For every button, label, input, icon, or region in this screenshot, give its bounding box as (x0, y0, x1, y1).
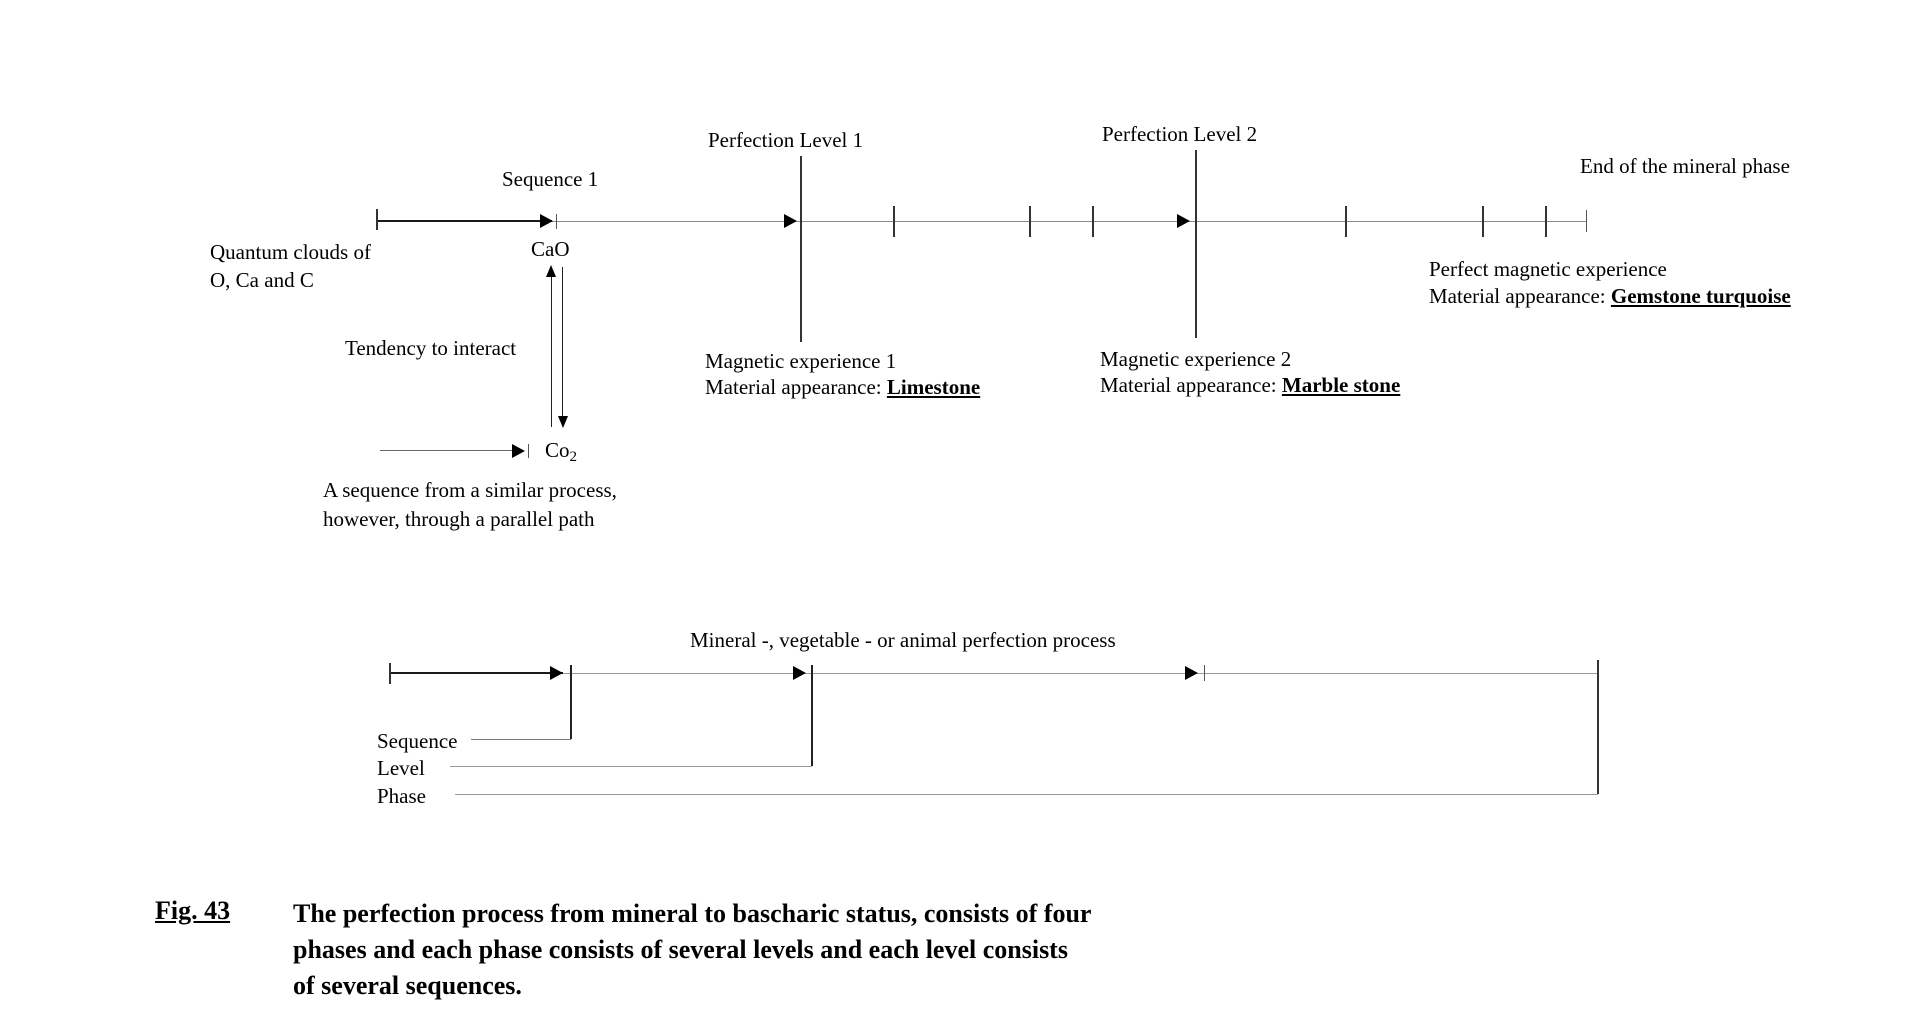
quantum-clouds-label: Quantum clouds of O, Ca and C (210, 238, 371, 294)
lower-timeline-tick (1204, 665, 1205, 681)
sequence-connector-line (471, 739, 571, 740)
parallel-note-line2: however, through a parallel path (323, 507, 595, 531)
timeline-tick (1092, 206, 1094, 237)
arrowhead-right-icon (1185, 666, 1198, 680)
magnetic-experience-2-title: Magnetic experience 2 (1100, 347, 1292, 371)
quantum-clouds-line2: O, Ca and C (210, 268, 314, 292)
figure-caption-line2: phases and each phase consists of severa… (293, 935, 1068, 964)
arrowhead-right-icon (550, 666, 563, 680)
arrowhead-right-icon (540, 214, 553, 228)
sequence-label: Sequence (377, 729, 458, 753)
magnetic-experience-1-title: Magnetic experience 1 (705, 349, 897, 373)
phase-label: Phase (377, 784, 426, 808)
figure-number-label: Fig. 43 (155, 896, 231, 925)
arrowhead-right-icon (793, 666, 806, 680)
timeline-tick (1029, 206, 1031, 237)
arrowhead-up-icon (546, 265, 556, 277)
quantum-clouds-line1: Quantum clouds of (210, 240, 371, 264)
sequence-marker-line (570, 665, 572, 739)
perfect-magnetic-block: Perfect magnetic experience Material app… (1429, 256, 1791, 310)
end-of-mineral-phase-label: End of the mineral phase (1580, 154, 1790, 178)
magnetic-experience-2-block: Magnetic experience 2 Material appearanc… (1100, 346, 1400, 398)
magnetic-experience-1-block: Magnetic experience 1 Material appearanc… (705, 348, 980, 400)
tendency-to-interact-label: Tendency to interact (345, 336, 517, 360)
timeline-tick (893, 206, 895, 237)
timeline-start-tick (376, 209, 378, 230)
timeline-tick (1482, 206, 1484, 237)
cao-co2-down-line (562, 267, 563, 417)
magnetic-experience-2-material-line: Material appearance: Marble stone (1100, 372, 1400, 398)
material-appearance-label: Material appearance: (1429, 284, 1611, 308)
material-appearance-label: Material appearance: (705, 375, 887, 399)
co2-label: Co2 (545, 437, 577, 471)
arrowhead-down-icon (558, 416, 568, 428)
parallel-note-line1: A sequence from a similar process, (323, 478, 617, 502)
phase-marker-line (1597, 660, 1599, 794)
cao-label: CaO (531, 237, 570, 261)
lower-timeline-sequence-segment (389, 672, 563, 674)
phase-connector-line (455, 794, 1598, 795)
perfection-level-2-line (1195, 150, 1197, 338)
cao-arrow-tip-tick (556, 214, 557, 229)
figure-caption-line1: The perfection process from mineral to b… (293, 899, 1092, 928)
co2-arrow-tip-tick (528, 444, 529, 458)
co2-prefix: Co (545, 438, 570, 462)
parallel-path-arrow-line (380, 450, 513, 451)
timeline-end-tick (1586, 210, 1587, 232)
perfect-magnetic-title: Perfect magnetic experience (1429, 257, 1667, 281)
level-connector-line (450, 766, 812, 767)
arrowhead-right-icon (512, 444, 525, 458)
main-timeline-line (376, 221, 1586, 222)
material-appearance-label: Material appearance: (1100, 373, 1282, 397)
perfection-level-2-label: Perfection Level 2 (1102, 122, 1258, 146)
level-label: Level (377, 756, 425, 780)
figure-caption-line3: of several sequences. (293, 971, 522, 1000)
perfection-level-1-label: Perfection Level 1 (708, 128, 864, 152)
arrowhead-right-icon (784, 214, 797, 228)
arrowhead-right-icon (1177, 214, 1190, 228)
lower-timeline-start-tick (389, 663, 391, 684)
parallel-process-note: A sequence from a similar process, howev… (323, 476, 617, 534)
lower-timeline-title: Mineral -, vegetable - or animal perfect… (690, 628, 1116, 652)
sequence1-label: Sequence 1 (502, 167, 599, 191)
magnetic-experience-1-material-line: Material appearance: Limestone (705, 374, 980, 400)
lower-timeline-line (389, 673, 1598, 674)
material-marble-stone: Marble stone (1281, 373, 1401, 397)
timeline-tick (1345, 206, 1347, 237)
timeline-tick (1545, 206, 1547, 237)
perfection-level-1-line (800, 156, 802, 342)
material-limestone: Limestone (886, 375, 981, 399)
co2-subscript: 2 (569, 449, 578, 465)
cao-co2-up-line (551, 277, 552, 427)
perfect-magnetic-material-line: Material appearance: Gemstone turquoise (1429, 283, 1791, 310)
level-marker-line (811, 665, 813, 766)
main-timeline-sequence1-segment (376, 220, 552, 222)
material-gemstone-turquoise: Gemstone turquoise (1610, 284, 1791, 308)
figure-caption: The perfection process from mineral to b… (293, 896, 1091, 1004)
